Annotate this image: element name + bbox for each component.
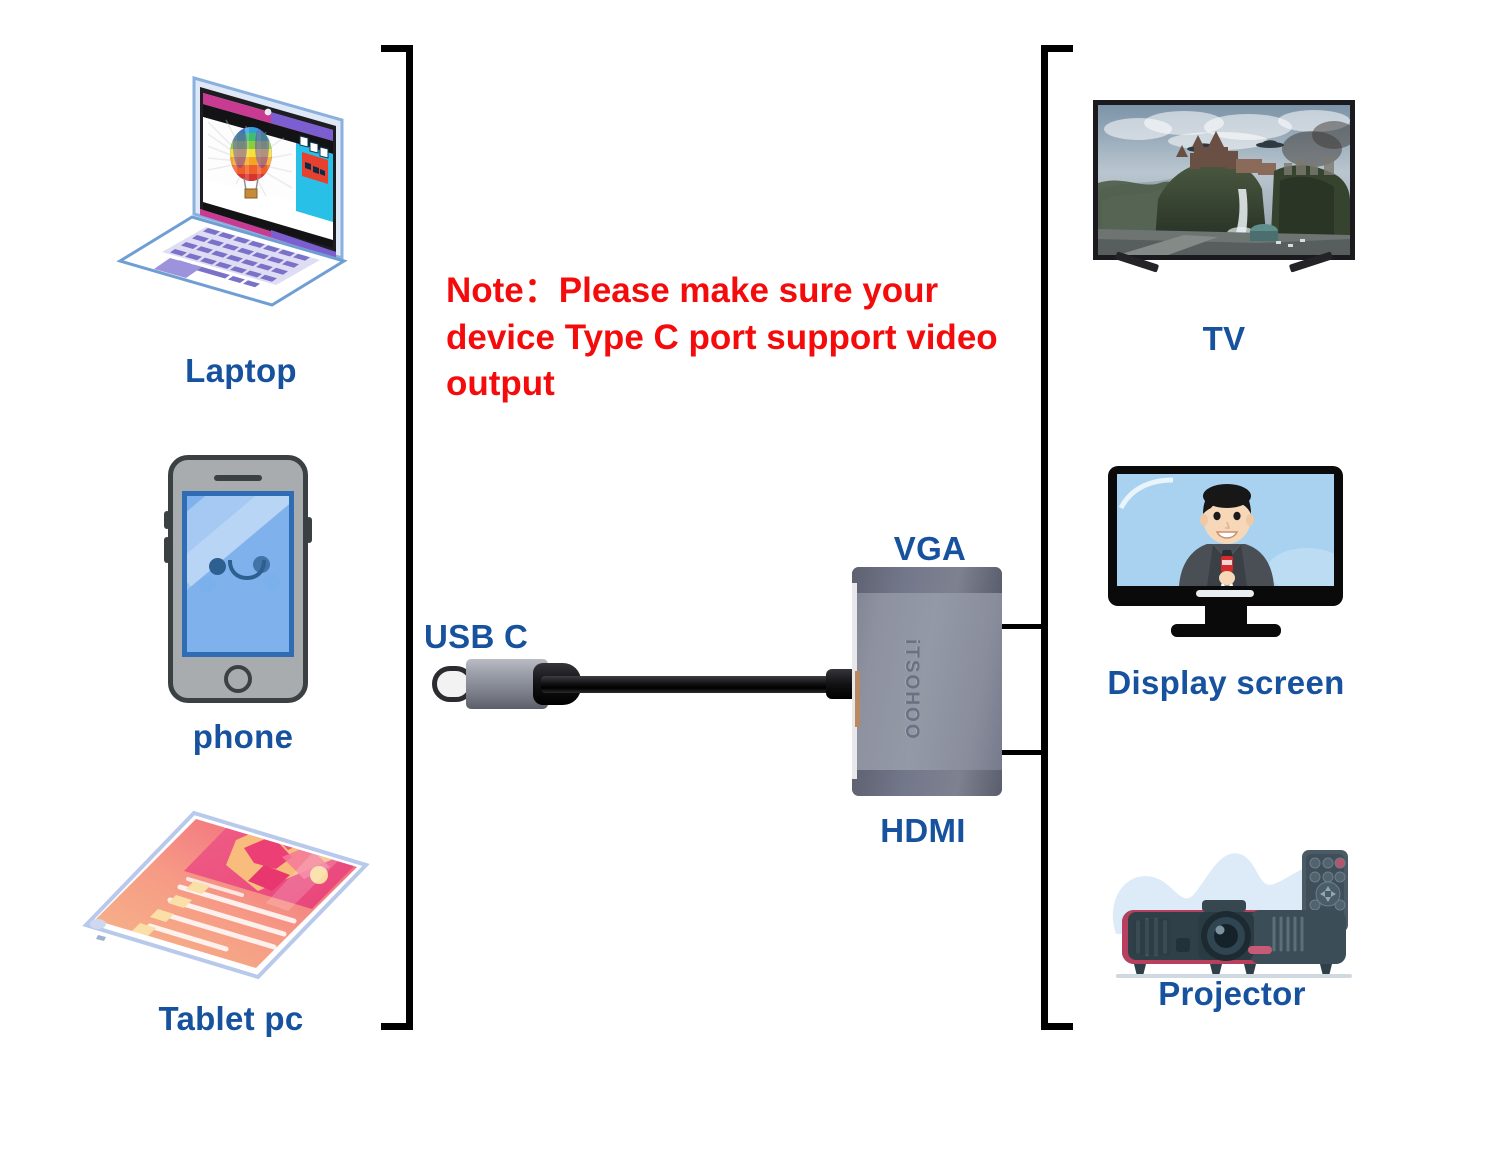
bracket-right-vertical bbox=[1041, 45, 1048, 1030]
display-screen-label: Display screen bbox=[1107, 664, 1345, 701]
tv-label: TV bbox=[1202, 320, 1246, 357]
adapter-top-cap bbox=[852, 567, 1002, 593]
bracket-left-top-arm bbox=[381, 45, 413, 52]
adapter-brand-text: iTSOHOO bbox=[901, 639, 922, 741]
laptop-icon bbox=[96, 62, 386, 312]
television-icon bbox=[1093, 100, 1355, 296]
smiley-mouth bbox=[228, 560, 266, 580]
laptop-label: Laptop bbox=[185, 352, 297, 389]
phone-power-button bbox=[306, 517, 312, 543]
phone-volume-down-button bbox=[164, 537, 170, 563]
usb-c-label: USB C bbox=[424, 618, 529, 655]
bracket-right-top-arm bbox=[1041, 45, 1073, 52]
note-text: Note：Please make sure your device Type C… bbox=[446, 271, 998, 404]
phone-speaker bbox=[214, 475, 262, 481]
adapter-left-port-slot bbox=[855, 671, 860, 727]
usb-c-cable bbox=[541, 676, 857, 693]
smartphone-icon bbox=[164, 455, 312, 703]
phone-home-button bbox=[224, 665, 252, 693]
bracket-left-bottom-arm bbox=[381, 1023, 413, 1030]
projector-icon bbox=[1098, 838, 1366, 990]
adapter-bottom-cap bbox=[852, 770, 1002, 796]
monitor-chin-indicator bbox=[1196, 590, 1254, 597]
vga-connector-line bbox=[1000, 624, 1045, 629]
hdmi-port-label: HDMI bbox=[880, 812, 966, 849]
monitor-stand-neck bbox=[1205, 606, 1247, 628]
adapter-left-edge-highlight bbox=[852, 583, 857, 779]
bracket-right-bottom-arm bbox=[1041, 1023, 1073, 1030]
adapter-device: iTSOHOO bbox=[852, 567, 1002, 796]
tablet-icon bbox=[76, 805, 376, 990]
phone-label: phone bbox=[192, 718, 294, 755]
bracket-left-vertical bbox=[406, 45, 413, 1030]
phone-screen bbox=[182, 491, 294, 657]
smiley-left-eye bbox=[209, 558, 226, 575]
tablet-label: Tablet pc bbox=[158, 1000, 304, 1037]
smiley-left-blush bbox=[199, 576, 216, 593]
monitor-screen bbox=[1117, 474, 1334, 586]
tv-screen bbox=[1098, 105, 1350, 255]
adapter-body bbox=[852, 567, 1002, 796]
vga-port-label: VGA bbox=[893, 530, 967, 567]
monitor-stand-base bbox=[1171, 624, 1281, 637]
smiley-right-blush bbox=[263, 574, 280, 591]
phone-volume-up-button bbox=[164, 511, 170, 529]
hdmi-connector-line bbox=[1000, 750, 1045, 755]
monitor-icon bbox=[1108, 466, 1343, 641]
projector-label: Projector bbox=[1158, 975, 1306, 1012]
